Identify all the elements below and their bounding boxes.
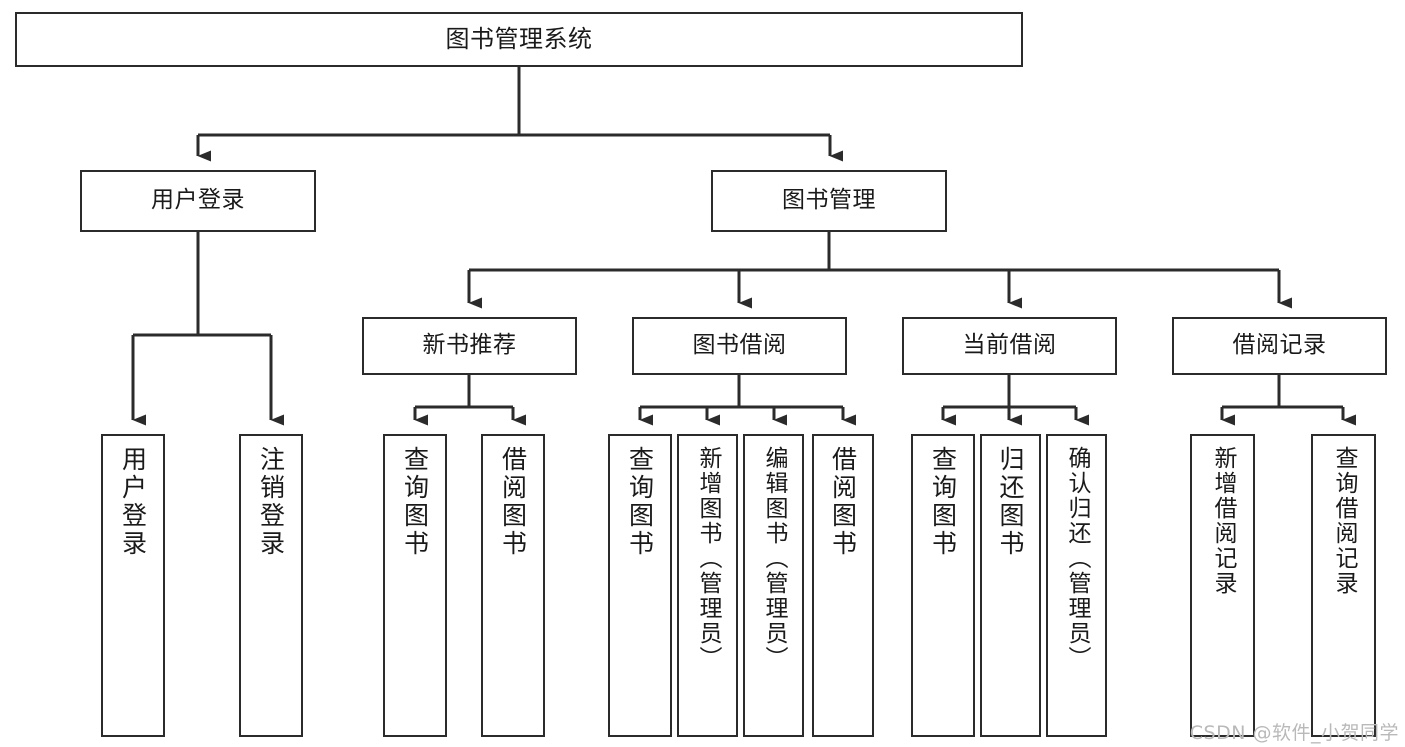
node-label: 新增借阅记录	[1210, 446, 1236, 596]
node-label: 图书借阅	[692, 332, 787, 359]
leaf-new-book-query-books[interactable]: 查询图书	[383, 434, 447, 737]
leaf-book-borrow-borrow-books[interactable]: 借阅图书	[812, 434, 874, 737]
node-label: 归还图书	[996, 446, 1025, 558]
node-new-book-recommendation[interactable]: 新书推荐	[362, 317, 577, 375]
node-label: 查询图书	[625, 446, 655, 558]
leaf-current-borrow-query-books[interactable]: 查询图书	[911, 434, 975, 737]
node-label: 查询借阅记录	[1331, 446, 1357, 596]
leaf-borrow-record-add-record[interactable]: 新增借阅记录	[1190, 434, 1255, 737]
node-label: 查询图书	[400, 446, 430, 558]
leaf-book-borrow-edit-book-admin[interactable]: 编辑图书（管理员）	[743, 434, 804, 737]
node-label: 编辑图书（管理员）	[761, 446, 787, 671]
node-book-borrow[interactable]: 图书借阅	[632, 317, 847, 375]
node-current-borrow[interactable]: 当前借阅	[902, 317, 1117, 375]
node-label: 图书管理	[782, 187, 876, 214]
node-label: 新书推荐	[422, 332, 517, 359]
node-root-library-management-system[interactable]: 图书管理系统	[15, 12, 1023, 67]
node-book-management[interactable]: 图书管理	[711, 170, 947, 232]
leaf-book-borrow-add-book-admin[interactable]: 新增图书（管理员）	[677, 434, 738, 737]
leaf-borrow-record-query-record[interactable]: 查询借阅记录	[1311, 434, 1376, 737]
leaf-user-login-login[interactable]: 用户登录	[101, 434, 165, 737]
node-label: 查询图书	[928, 446, 958, 558]
node-borrow-record[interactable]: 借阅记录	[1172, 317, 1387, 375]
leaf-book-borrow-query-books[interactable]: 查询图书	[608, 434, 672, 737]
leaf-current-borrow-confirm-return-admin[interactable]: 确认归还（管理员）	[1046, 434, 1107, 737]
node-label: 用户登录	[118, 446, 148, 558]
leaf-new-book-borrow-books[interactable]: 借阅图书	[481, 434, 545, 737]
csdn-watermark: CSDN @软件_小贺同学	[1189, 722, 1399, 744]
node-label: 确认归还（管理员）	[1064, 446, 1090, 671]
node-label: 注销登录	[256, 446, 286, 558]
node-label: 当前借阅	[962, 332, 1057, 359]
node-label: 借阅记录	[1232, 332, 1327, 359]
node-label: 借阅图书	[498, 446, 528, 558]
node-label: 新增图书（管理员）	[695, 446, 721, 671]
leaf-current-borrow-return-books[interactable]: 归还图书	[980, 434, 1041, 737]
node-label: 用户登录	[151, 187, 245, 214]
node-label: 图书管理系统	[445, 25, 593, 54]
node-label: 借阅图书	[828, 446, 858, 558]
node-user-login[interactable]: 用户登录	[80, 170, 316, 232]
leaf-user-login-logout[interactable]: 注销登录	[239, 434, 303, 737]
